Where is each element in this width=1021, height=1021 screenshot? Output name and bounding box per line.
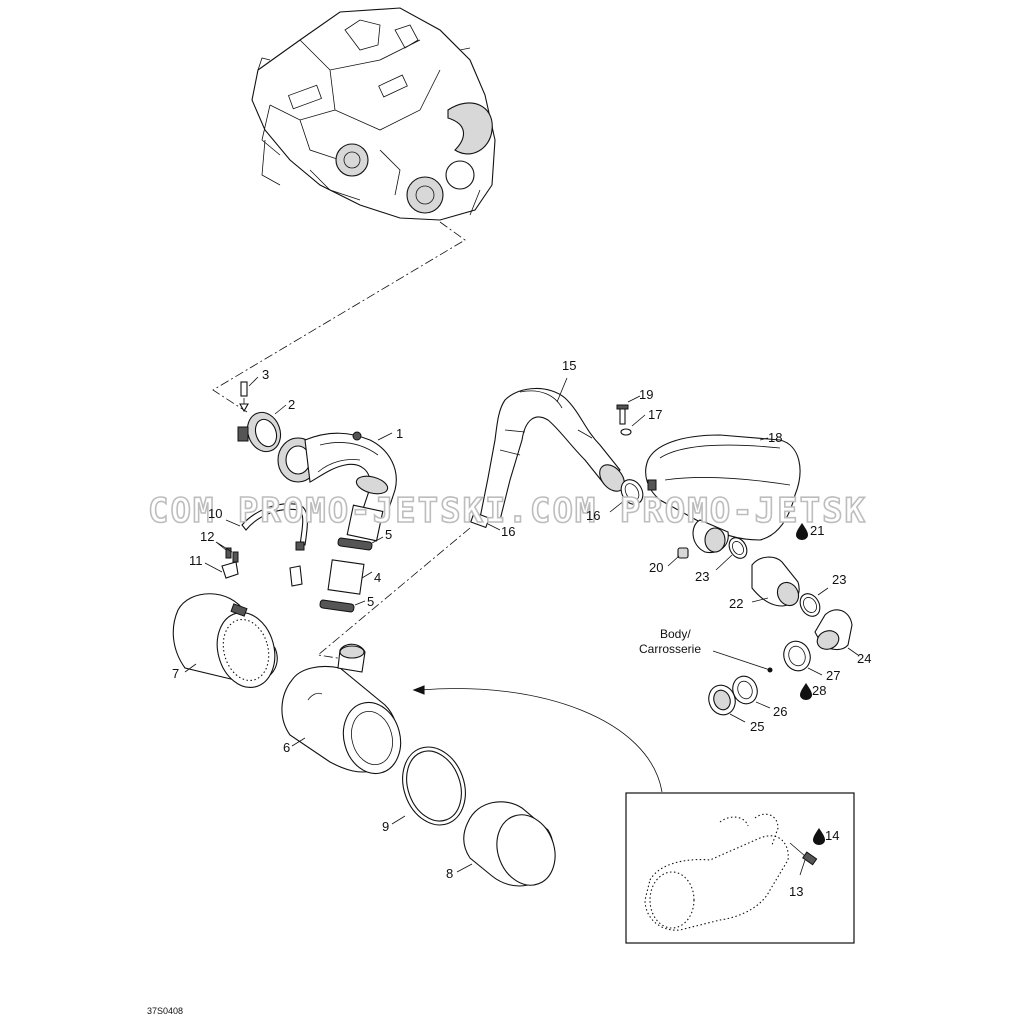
- oil-drop-icon: [800, 683, 812, 700]
- callout-5-upper: 5: [385, 527, 392, 542]
- part-20-plug: [667, 547, 689, 567]
- part-2-clamp: [237, 404, 287, 453]
- part-5-clamp-upper: [337, 536, 384, 551]
- callout-8: 8: [446, 866, 453, 881]
- part-23-clamp-upper: [715, 537, 748, 571]
- callout-18: 18: [768, 430, 782, 445]
- part-5-clamp-lower: [319, 599, 366, 613]
- drawing-code: 37S0408: [147, 1006, 183, 1016]
- inset-detail-box: [625, 792, 855, 944]
- part-27-gasket: [783, 640, 823, 676]
- engine-to-manifold-line: [212, 221, 466, 413]
- callout-2: 2: [288, 397, 295, 412]
- part-12-screws: [215, 541, 239, 563]
- part-25-fitting: [708, 684, 746, 723]
- callout-13: 13: [789, 884, 803, 899]
- callout-15: 15: [562, 358, 576, 373]
- callout-labels: 1 2 3 4 5 5 6 7 8 9 10 11 12 13 14 15 16…: [172, 358, 871, 899]
- part-7-heat-shield: [172, 593, 278, 688]
- part-1-exhaust-pipe: [277, 431, 397, 542]
- callout-1: 1: [396, 426, 403, 441]
- part-22-hose: [751, 556, 800, 607]
- callout-14: 14: [825, 828, 839, 843]
- callout-12: 12: [200, 529, 214, 544]
- part-23-clamp-right: [799, 587, 829, 617]
- part-10-strap: [225, 503, 308, 551]
- callout-9: 9: [382, 819, 389, 834]
- inset-reference-arrow: [412, 685, 663, 793]
- part-8-end-cap: [456, 801, 556, 887]
- body-reference: [712, 650, 773, 673]
- body-note-line1: Body/: [660, 627, 691, 641]
- watermark-text: COM PROMO-JETSKI.COM PROMO-JETSK: [148, 491, 867, 531]
- callout-16-right: 16: [586, 508, 600, 523]
- callout-27: 27: [826, 668, 840, 683]
- callout-26: 26: [773, 704, 787, 719]
- callout-11: 11: [189, 553, 203, 568]
- part-15-tail-pipe: [479, 377, 625, 521]
- callout-24: 24: [857, 651, 871, 666]
- part-3-pin: [239, 376, 259, 413]
- oil-drop-icon: [796, 523, 808, 540]
- callout-23-upper: 23: [695, 569, 709, 584]
- oil-drop-icon: [813, 828, 825, 845]
- callout-10: 10: [208, 506, 222, 521]
- engine-illustration: [251, 7, 496, 221]
- callout-3: 3: [262, 367, 269, 382]
- callout-21: 21: [810, 523, 824, 538]
- part-19-bolt: [616, 395, 641, 425]
- callout-5-lower: 5: [367, 594, 374, 609]
- body-note-line2: Carrosserie: [639, 642, 701, 656]
- callout-28: 28: [812, 683, 826, 698]
- part-18-resonator: [645, 434, 801, 554]
- part-17-washer: [620, 414, 646, 436]
- callout-7: 7: [172, 666, 179, 681]
- part-24-outlet: [814, 609, 859, 656]
- part-16-clamp-left: [470, 511, 501, 531]
- part-6-muffler: [281, 643, 402, 775]
- callout-4: 4: [374, 570, 381, 585]
- part-16-clamp-right: [609, 479, 644, 513]
- pipe-to-muffler-line: [317, 527, 471, 661]
- callout-22: 22: [729, 596, 743, 611]
- part-9-ring: [391, 746, 466, 826]
- callout-23-right: 23: [832, 572, 846, 587]
- callout-19: 19: [639, 387, 653, 402]
- callout-25: 25: [750, 719, 764, 734]
- part-11-brackets: [204, 561, 303, 587]
- callout-6: 6: [283, 740, 290, 755]
- callout-16-left: 16: [501, 524, 515, 539]
- callout-17: 17: [648, 407, 662, 422]
- part-4-sleeve: [327, 559, 373, 595]
- callout-20: 20: [649, 560, 663, 575]
